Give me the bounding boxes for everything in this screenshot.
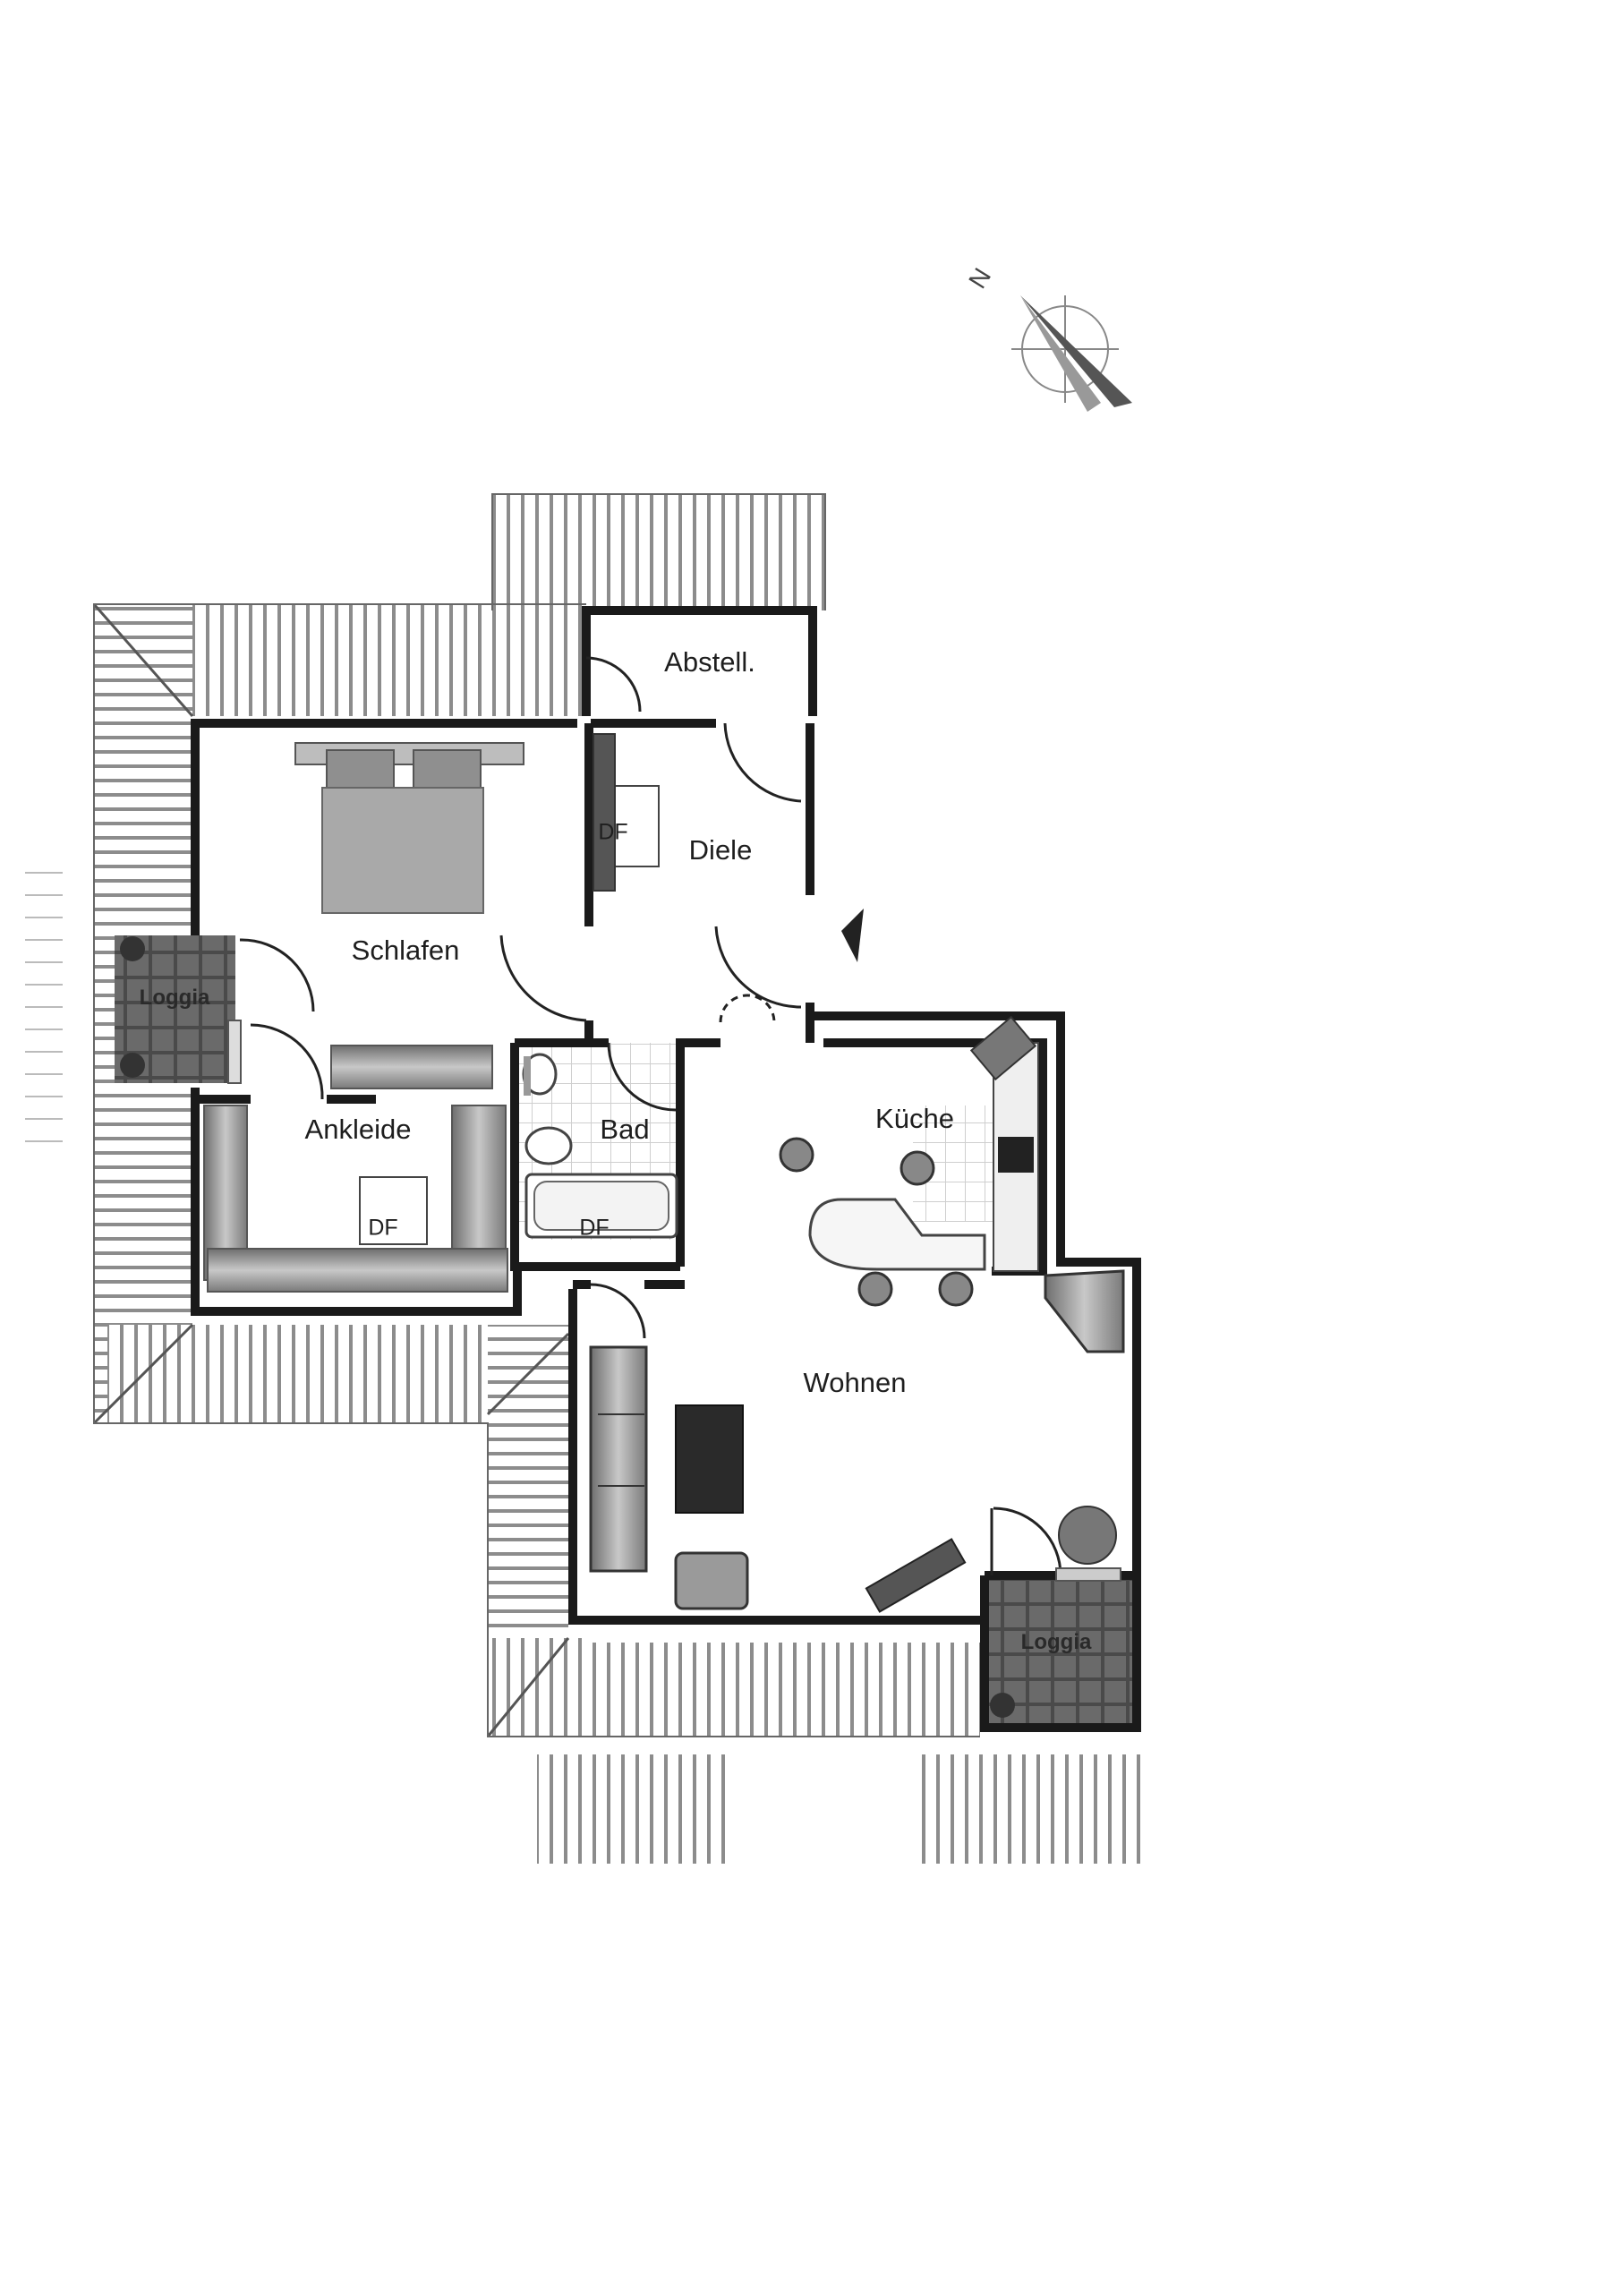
room-label-abstell: Abstell. [664, 646, 755, 678]
room-label-wohnen: Wohnen [803, 1367, 907, 1398]
df-marker-ankleide: DF [368, 1215, 398, 1241]
room-label-schlafen: Schlafen [351, 935, 460, 966]
furniture [120, 733, 1125, 1718]
roof-hatching [25, 493, 1142, 1864]
walls [191, 606, 1141, 1732]
doors [239, 656, 1062, 1576]
room-label-ankleide: Ankleide [304, 1114, 412, 1145]
df-marker-diele: DF [598, 819, 628, 845]
room-label-bad: Bad [600, 1114, 650, 1145]
compass-rose-icon [1011, 295, 1132, 412]
room-label-loggia-east: Loggia [1020, 1630, 1092, 1654]
room-label-diele: Diele [688, 834, 753, 866]
df-marker-bad: DF [579, 1215, 610, 1241]
entrance-arrow-icon [841, 909, 864, 962]
room-label-loggia-west: Loggia [139, 986, 210, 1010]
room-label-kueche: Küche [875, 1103, 954, 1134]
